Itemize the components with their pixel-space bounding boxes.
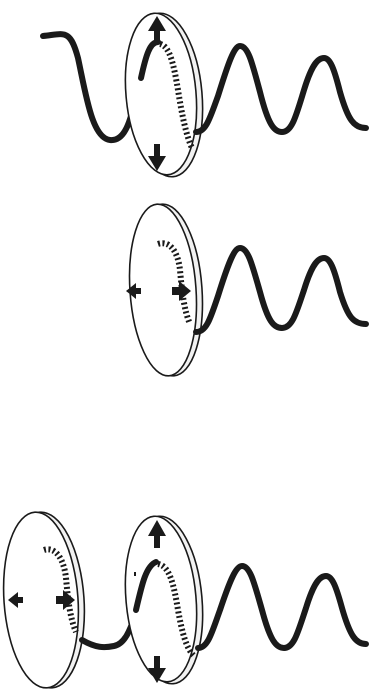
- outgoing-wave: [198, 566, 366, 648]
- polarizing-filter: [119, 10, 209, 180]
- tick-mark: [134, 572, 136, 576]
- panel-1: [43, 10, 366, 180]
- polarizing-filter-2: [119, 513, 209, 687]
- panel-2: [124, 202, 366, 378]
- outgoing-wave: [196, 46, 366, 132]
- outgoing-wave: [196, 248, 366, 332]
- panel-3: [0, 510, 366, 691]
